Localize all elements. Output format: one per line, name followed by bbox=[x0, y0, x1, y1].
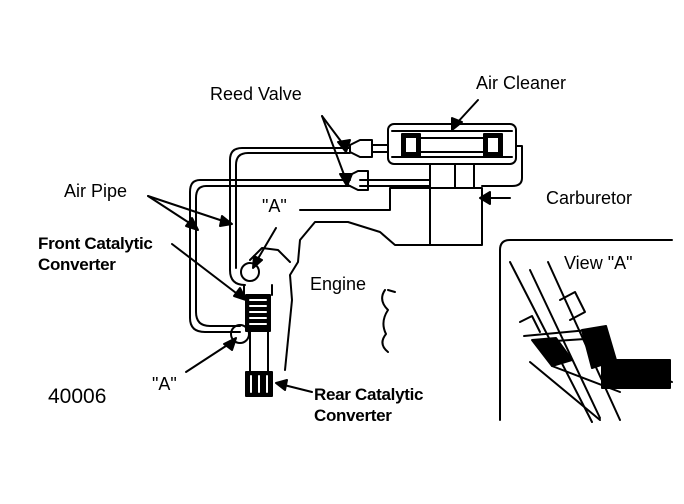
figure-code: 40006 bbox=[48, 385, 107, 408]
air-cleaner bbox=[387, 123, 517, 189]
air-pipe-arrows bbox=[147, 195, 233, 231]
a-upper-label: "A" bbox=[262, 196, 287, 216]
a-upper-marker bbox=[240, 227, 277, 282]
engine-label: Engine bbox=[310, 274, 367, 294]
rear-catalytic-converter bbox=[245, 371, 313, 397]
air-pipe-label: Air Pipe bbox=[64, 181, 128, 201]
rear-catalytic-label-line1: Rear Catalytic bbox=[314, 385, 424, 404]
front-catalytic-label-line2: Converter bbox=[38, 255, 116, 274]
front-catalytic-label-line1: Front Catalytic bbox=[38, 234, 153, 253]
air-cleaner-arrow bbox=[451, 99, 479, 131]
air-cleaner-label: Air Cleaner bbox=[476, 73, 567, 93]
reed-valve-arrows bbox=[321, 115, 353, 187]
air-pipes bbox=[189, 139, 523, 333]
carburetor-label: Carburetor bbox=[546, 188, 633, 208]
view-a-inset bbox=[499, 239, 673, 423]
engine-squiggle bbox=[381, 289, 396, 353]
a-lower-marker bbox=[185, 324, 250, 373]
carburetor-arrow bbox=[479, 191, 511, 205]
view-a-label: View "A" bbox=[564, 253, 633, 273]
rear-catalytic-label-line2: Converter bbox=[314, 406, 392, 425]
a-lower-label: "A" bbox=[152, 374, 177, 394]
reed-valve-label: Reed Valve bbox=[210, 84, 302, 104]
exhaust-pipe bbox=[243, 284, 273, 373]
